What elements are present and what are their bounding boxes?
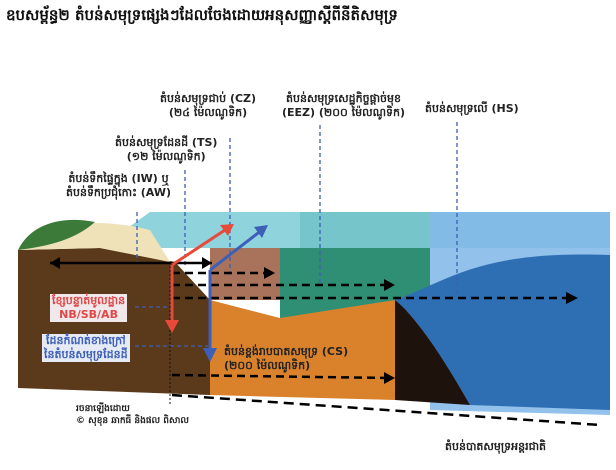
- arrowheads: [50, 257, 578, 384]
- ocean-deep: [395, 254, 610, 410]
- iw-label-line1: តំបន់ទឹកផ្ទៃក្នុង (IW) ឬ: [68, 172, 169, 185]
- figure-title: ឧបសម្ព័ន្ធ២ តំបន់សមុទ្រផ្សេងៗដែលចែងដោយអន…: [6, 6, 398, 24]
- eez-label-line2: (EEZ) (២០០ ម៉ៃលណូទិក): [282, 106, 406, 119]
- ts-label-line2: (១២ ម៉ៃលណូទិក): [126, 150, 206, 163]
- outer-limit-label-line1: ដែនកំណត់ខាងក្រៅ: [46, 334, 126, 347]
- iw-label: តំបន់ទឹកផ្ទៃក្នុង (IW) ឬ តំបន់ទឹកប្រជុំក…: [66, 172, 171, 200]
- eez-label: តំបន់សមុទ្រសេដ្ឋកិច្ចផ្ដាច់មុខ (EEZ) (២០…: [282, 92, 405, 120]
- ts-label-line1: តំបន់សមុទ្រដែនដី (TS): [115, 136, 218, 149]
- cz-label-line1: តំបន់សមុទ្រជាប់ (CZ): [160, 92, 257, 105]
- baseline-label-line1: ខ្សែបន្ទាត់មូលដ្ឋាន: [52, 294, 126, 307]
- credit-line1: រចនាឡើងដោយ: [76, 404, 130, 414]
- outer-limit-label: ដែនកំណត់ខាងក្រៅ នៃតំបន់សមុទ្រដែនដី: [42, 334, 130, 362]
- cs-label-line2: (២០០ ម៉ៃលណូទិក): [224, 359, 311, 372]
- continental-slope: [395, 300, 470, 405]
- seabed-label: តំបន់បាតសមុទ្រអន្តរជាតិ: [445, 440, 547, 453]
- cz-label: តំបន់សមុទ្រជាប់ (CZ) (២៤ ម៉ៃលណូទិក): [160, 92, 256, 120]
- cs-label: តំបន់ខ្ពង់រាបបាតសមុទ្រ (CS) (២០០ ម៉ៃលណូទ…: [224, 345, 348, 373]
- outer-limit-label-line2: នៃតំបន់សមុទ្រដែនដី: [44, 348, 128, 361]
- eez-label-line1: តំបន់សមុទ្រសេដ្ឋកិច្ចផ្ដាច់មុខ: [286, 92, 401, 105]
- cz-label-line2: (២៤ ម៉ៃលណូទិក): [168, 106, 248, 119]
- baseline-label: ខ្សែបន្ទាត់មូលដ្ឋាន NB/SB/AB: [50, 294, 128, 322]
- cs-arrow: [171, 373, 391, 380]
- blue-arrow-up: [209, 228, 263, 272]
- vegetation: [18, 219, 95, 250]
- ts-label: តំបន់សមុទ្រដែនដី (TS) (១២ ម៉ៃលណូទិក): [115, 136, 217, 164]
- credit: រចនាឡើងដោយ © សុខុន ឆាកធី និងផល ពិសាល: [76, 403, 189, 427]
- eez-surface: [300, 212, 430, 248]
- red-arrow-up: [171, 226, 229, 267]
- hs-label: តំបន់សមុទ្រលើ (HS): [425, 102, 519, 115]
- seabed-line: [171, 393, 601, 427]
- baseline-label-line2: NB/SB/AB: [59, 308, 118, 321]
- iw-label-line2: តំបន់ទឹកប្រជុំកោះ (AW): [66, 186, 171, 199]
- cs-label-line1: តំបន់ខ្ពង់រាបបាតសមុទ្រ (CS): [224, 345, 349, 358]
- credit-line2: © សុខុន ឆាកធី និងផល ពិសាល: [76, 416, 189, 426]
